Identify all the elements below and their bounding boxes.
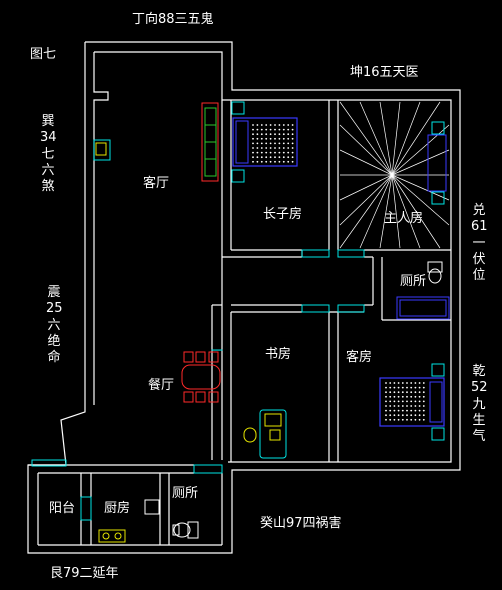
direction-left-lower: 震 25 六 绝 命 (46, 285, 63, 365)
room-living: 客厅 (143, 176, 170, 191)
direction-top-right: 坤16五天医 (350, 65, 419, 80)
direction-left-upper: 巽 34 七 六 煞 (40, 114, 57, 194)
guest-bed (379, 363, 445, 441)
dining-table (181, 351, 221, 403)
bottom-toilet-fixtures (172, 521, 199, 539)
eldest-son-bed (231, 101, 298, 183)
direction-top: 丁向88三五鬼 (132, 12, 214, 27)
room-guest: 客房 (346, 350, 373, 365)
right-toilet-fixtures (396, 261, 450, 320)
master-bed (427, 121, 447, 205)
room-kitchen: 厨房 (104, 501, 131, 516)
direction-bottom-right: 癸山97四祸害 (260, 516, 342, 531)
master-sunburst (339, 101, 450, 249)
room-study: 书房 (265, 347, 292, 362)
figure-label: 图七 (30, 47, 57, 62)
door-openings (31, 249, 365, 521)
living-sofa (201, 102, 219, 182)
room-master: 主人房 (384, 211, 424, 226)
outer-walls (27, 41, 461, 554)
room-toilet-right: 厕所 (400, 274, 427, 289)
tv-unit (93, 139, 111, 161)
kitchen-fixtures (98, 499, 160, 543)
direction-right-upper: 兑 61 一 伏 位 (471, 203, 488, 283)
room-balcony: 阳台 (49, 501, 76, 516)
direction-right-lower: 乾 52 九 生 气 (471, 364, 488, 444)
interior-walls (28, 100, 451, 546)
study-desk (243, 409, 287, 459)
direction-bottom-left: 艮79二延年 (50, 566, 119, 581)
room-dining: 餐厅 (148, 378, 175, 393)
room-toilet-bottom: 厕所 (172, 486, 199, 501)
room-eldest-son: 长子房 (263, 207, 303, 222)
